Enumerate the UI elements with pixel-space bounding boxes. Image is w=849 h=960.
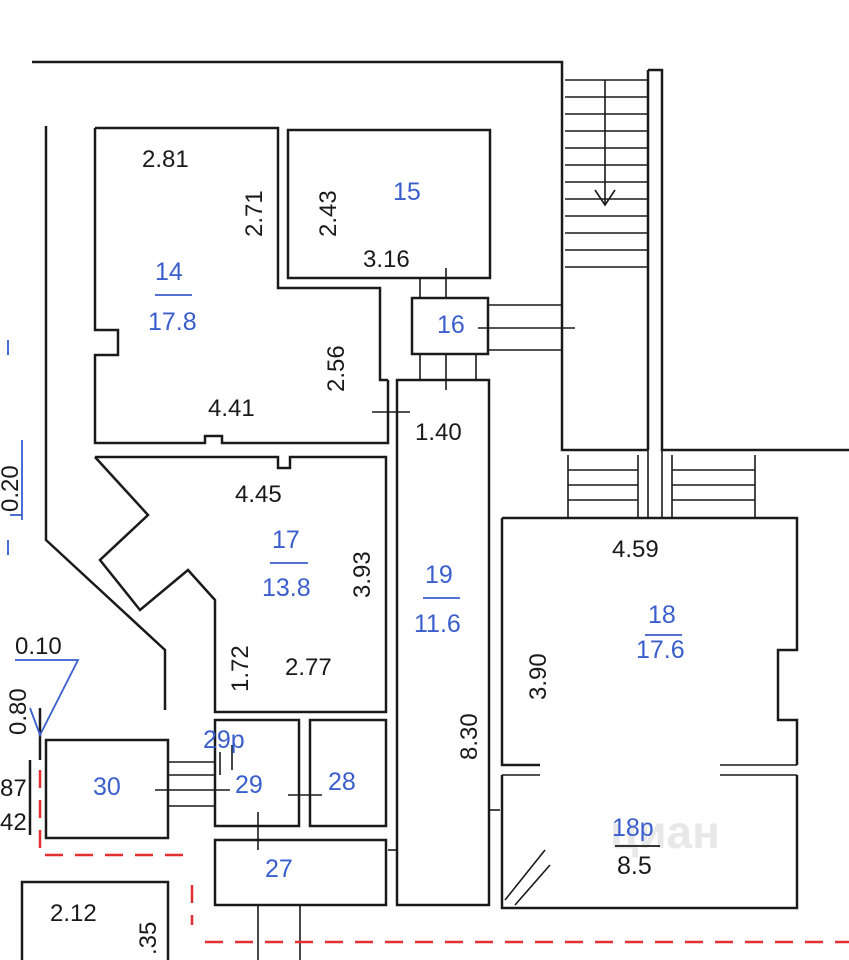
dim-label: 4.59 [612,536,659,563]
room-27 [213,812,388,960]
room-28 [288,718,388,828]
dim-label: 2.56 [323,345,350,392]
room-number: 29 [235,771,263,799]
room-29 [213,718,301,828]
dim-label: 3.93 [349,551,376,598]
room-area: 13.8 [262,574,311,602]
dim-label: 87 [0,775,27,802]
dim-label: 2.71 [241,190,268,237]
room-area: 11.6 [414,610,461,638]
room-number: 18р [612,814,654,842]
dim-label: .35 [135,922,162,955]
room-18p [500,775,799,910]
dim-label: 1.72 [227,645,254,692]
staircase [565,79,756,518]
room-number: 29р [203,726,245,754]
dim-label: 2.43 [315,190,342,237]
room-number: 17 [272,526,300,554]
room-number: 14 [155,258,183,286]
dim-label: 3.90 [525,653,552,700]
room-number: 28 [328,768,356,796]
room-number: 18 [648,601,676,629]
dim-label: 1.40 [415,419,462,446]
dim-label: 0.20 [0,465,24,512]
dim-label: 2.12 [50,900,97,927]
dim-label: 2.77 [285,654,332,681]
room-14 [93,126,390,445]
room-30 [44,738,233,840]
room-15 [286,128,492,280]
outer-walls [32,60,849,710]
left-fragments [7,340,80,835]
room-area: 17.6 [636,636,685,664]
dim-label: 0.10 [15,633,62,660]
dim-label: 0.80 [5,688,32,735]
watermark: циан [610,806,720,858]
room-bottom-left [20,880,170,960]
dim-label: 42 [0,809,27,836]
room-number: 16 [437,311,465,339]
room-19 [372,378,500,907]
room-number: 15 [393,178,421,206]
room-17 [94,455,388,714]
room-number: 30 [93,773,121,801]
property-boundary [38,770,849,944]
room-16 [410,268,575,390]
dim-label: 8.30 [456,713,483,760]
room-number: 19 [425,561,453,589]
room-number: 27 [265,855,293,883]
room-area: 8.5 [617,852,652,880]
dim-label: 4.45 [235,481,282,508]
dim-label: 2.81 [142,146,189,173]
room-area: 17.8 [148,308,197,336]
dim-label: 3.16 [363,246,410,273]
room-18 [500,516,799,776]
dim-label: 4.41 [208,395,255,422]
